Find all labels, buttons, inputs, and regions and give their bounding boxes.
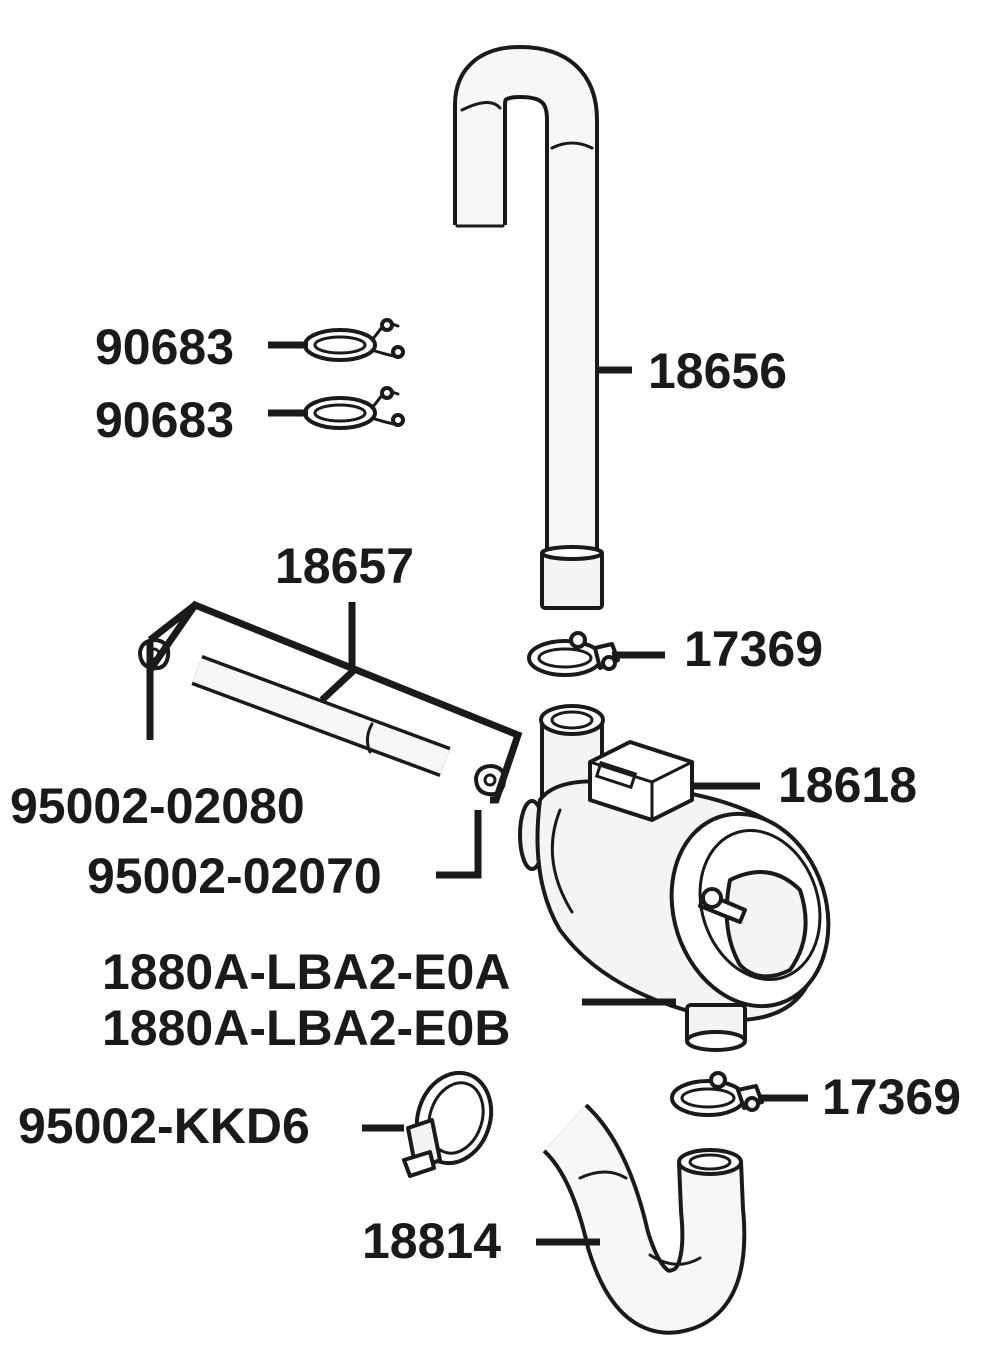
label-95002-kkd6: 95002-KKD6 <box>18 1098 310 1154</box>
label-90683-bottom: 90683 <box>95 392 234 448</box>
label-18656: 18656 <box>648 343 787 399</box>
label-90683-top: 90683 <box>95 319 234 375</box>
separator-18618 <box>518 704 831 1052</box>
hose-18814 <box>541 1103 747 1335</box>
label-18814: 18814 <box>362 1213 501 1269</box>
clamp-90683-bottom <box>303 386 405 430</box>
clamp-17369-upper <box>527 631 620 677</box>
band-clamp-95002-kkd6 <box>402 1070 494 1178</box>
label-1880a-lba2-e0a: 1880A-LBA2-E0A <box>102 944 510 1000</box>
clamp-90683-top <box>303 318 405 362</box>
leader-lines <box>146 341 808 1246</box>
label-17369-lower: 17369 <box>822 1069 961 1125</box>
label-18618: 18618 <box>778 757 917 813</box>
label-95002-02070: 95002-02070 <box>87 848 382 904</box>
hose-18657 <box>191 654 451 778</box>
clamp-17369-lower <box>670 1071 764 1117</box>
label-1880a-lba2-e0b: 1880A-LBA2-E0B <box>102 1000 510 1056</box>
label-18657: 18657 <box>275 538 414 594</box>
hose-18656 <box>453 45 604 610</box>
label-17369-upper: 17369 <box>684 621 823 677</box>
label-95002-02080: 95002-02080 <box>10 778 305 834</box>
